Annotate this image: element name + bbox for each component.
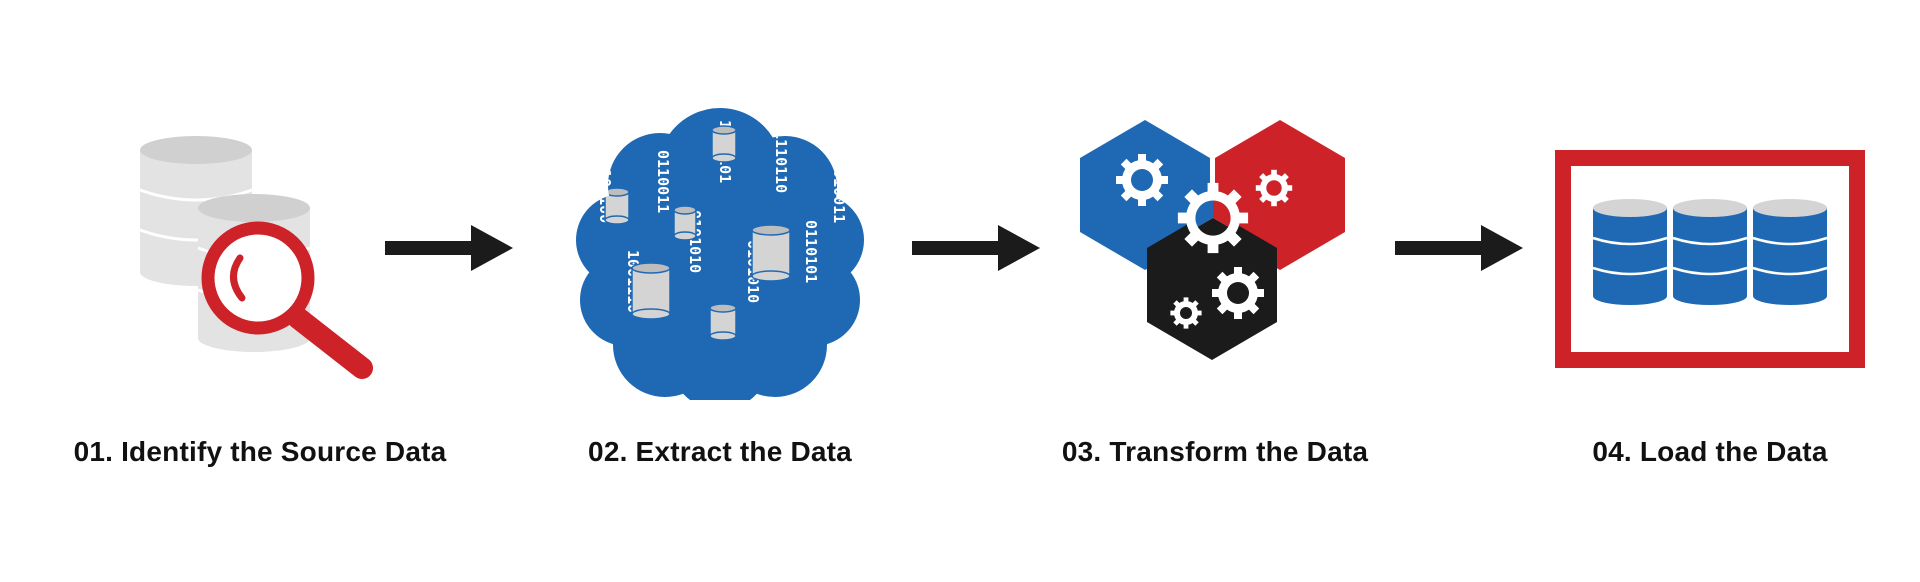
cloud-db-cylinders: [604, 125, 791, 341]
flow-arrow-2: [912, 225, 1042, 271]
step-2-label: 02. Extract the Data: [588, 436, 852, 467]
binary-column-7: 1110110: [772, 130, 790, 193]
gear-blue: [1116, 154, 1168, 206]
flow-arrow-3: [1395, 225, 1525, 271]
gear-black-small: [1170, 297, 1202, 329]
step-3-label: 03. Transform the Data: [1061, 436, 1369, 467]
step-1-label: 01. Identify the Source Data: [73, 436, 447, 467]
gear-center: [1177, 182, 1249, 254]
warehouse-databases: [1592, 199, 1828, 305]
binary-column-8: 0110101: [802, 220, 820, 283]
gear-black-large: [1212, 267, 1264, 319]
gears-hexagon-icon: [1080, 118, 1350, 364]
database-search-icon: [130, 130, 390, 390]
binary-column-9: 1010011: [830, 160, 848, 223]
flow-arrow-1: [385, 225, 515, 271]
data-cloud-icon: 1101100 1001110 0110011 0101010 1010101 …: [570, 100, 870, 400]
gear-red: [1255, 169, 1293, 207]
database-warehouse-icon: [1555, 150, 1865, 368]
magnifier: [201, 221, 373, 379]
step-4-label: 04. Load the Data: [1592, 436, 1828, 467]
binary-column-3: 0110011: [654, 150, 672, 213]
